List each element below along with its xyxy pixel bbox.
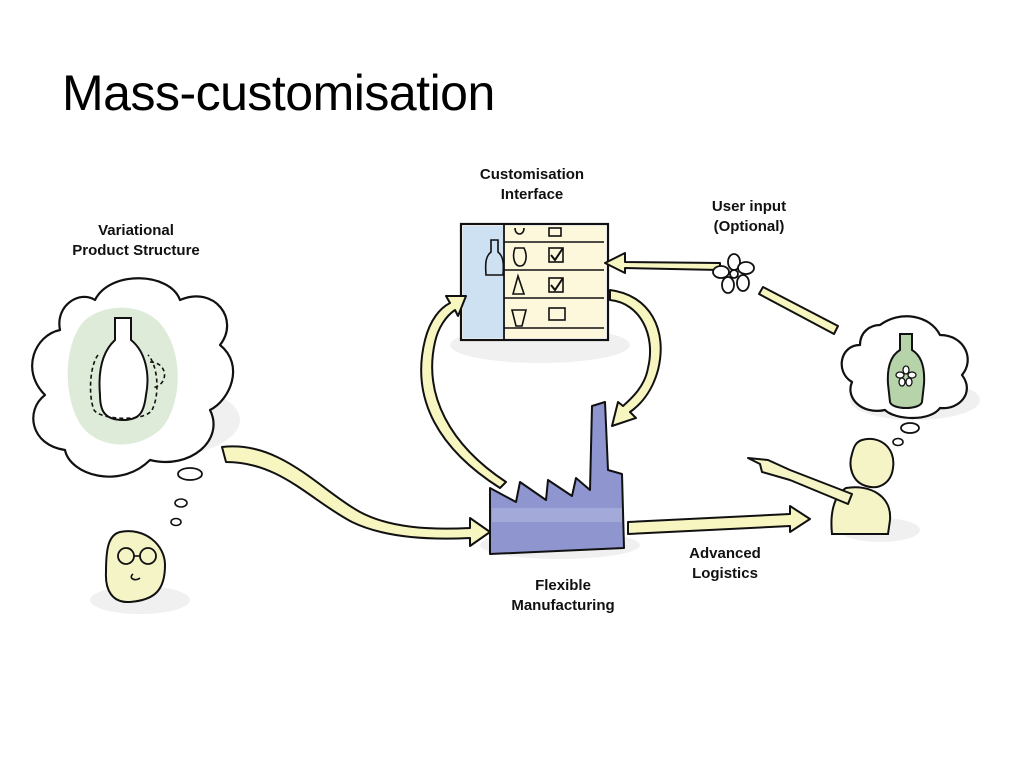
arrow-user-input-to-interface — [604, 252, 721, 274]
designer-head-icon — [104, 530, 167, 604]
variational-product-bubble — [31, 277, 235, 527]
flower-icon — [712, 253, 755, 294]
factory-icon — [489, 401, 625, 555]
label-user-input: User input (Optional) — [711, 198, 787, 235]
arrow-design-to-manufacturing — [221, 445, 491, 547]
arrow-manufacturing-to-logistics — [627, 505, 811, 535]
label-customisation-interface: Customisation Interface — [479, 166, 585, 203]
customisation-interface-screen — [459, 222, 610, 342]
customer-person-icon — [747, 437, 895, 535]
arrow-customer-to-user-input — [758, 286, 839, 335]
custom-bottle-icon — [886, 333, 926, 409]
arrow-manufacturing-to-interface — [420, 295, 507, 489]
jug-icon — [89, 354, 166, 420]
label-flexible-manufacturing: Flexible Manufacturing — [511, 577, 615, 614]
bottle-icon — [98, 317, 149, 422]
label-advanced-logistics: Advanced Logistics — [689, 545, 761, 582]
arrow-interface-to-manufacturing — [609, 289, 662, 427]
slide-title: Mass-customisation — [62, 65, 495, 121]
label-variational-product-structure: Variational Product Structure — [72, 222, 200, 259]
customer-product-bubble — [840, 315, 969, 447]
